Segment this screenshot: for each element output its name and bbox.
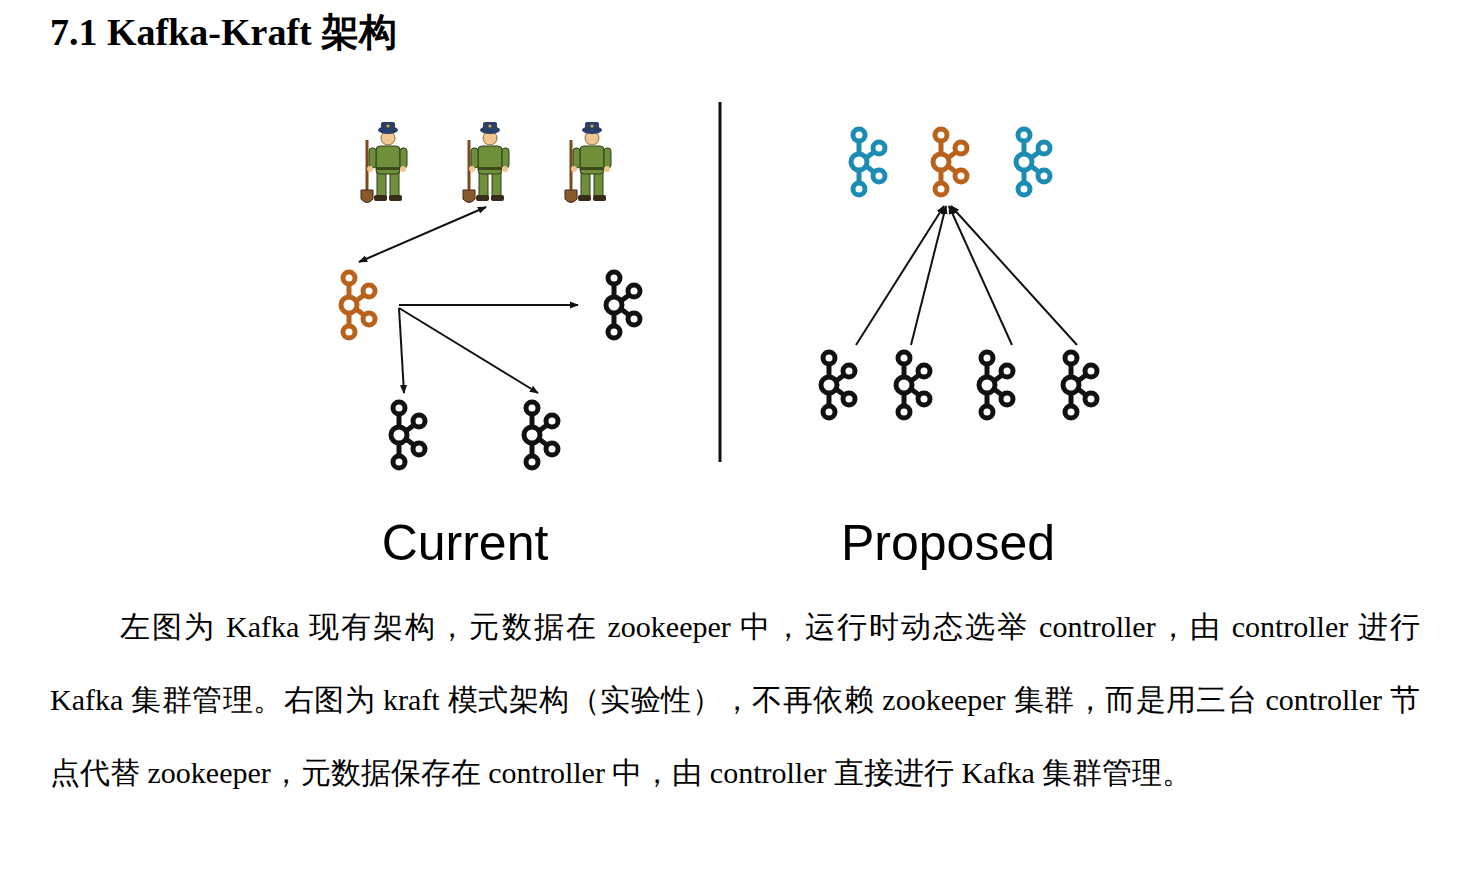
kafka-broker-icon: [821, 352, 855, 418]
arrow: [949, 206, 1012, 345]
arrow: [856, 206, 944, 345]
kafka-broker-icon: [606, 272, 640, 338]
kafka-controller-icon: [933, 129, 967, 195]
kafka-broker-icon: [524, 402, 558, 468]
divider-line: [719, 102, 722, 462]
arrow: [399, 308, 404, 393]
description-paragraph: 左图为 Kafka 现有架构，元数据在 zookeeper 中，运行时动态选举 …: [50, 590, 1420, 809]
zookeeper-icon: [565, 122, 611, 203]
side-label: Current: [382, 513, 549, 573]
kafka-broker-icon: [1063, 352, 1097, 418]
side-label: Proposed: [841, 513, 1055, 573]
zookeeper-icon: [361, 122, 407, 203]
kafka-broker-icon: [896, 352, 930, 418]
arrow: [359, 207, 486, 262]
kafka-broker-icon: [391, 402, 425, 468]
kafka-controller-icon: [851, 129, 885, 195]
kafka-controller-icon: [341, 272, 375, 338]
kafka-controller-icon: [1016, 129, 1050, 195]
arrow: [399, 304, 578, 306]
arrow: [911, 206, 946, 345]
arrow: [399, 308, 538, 393]
zookeeper-icon: [463, 122, 509, 203]
kafka-broker-icon: [979, 352, 1013, 418]
section-title: 7.1 Kafka-Kraft 架构: [50, 9, 397, 55]
arrow: [951, 206, 1077, 345]
